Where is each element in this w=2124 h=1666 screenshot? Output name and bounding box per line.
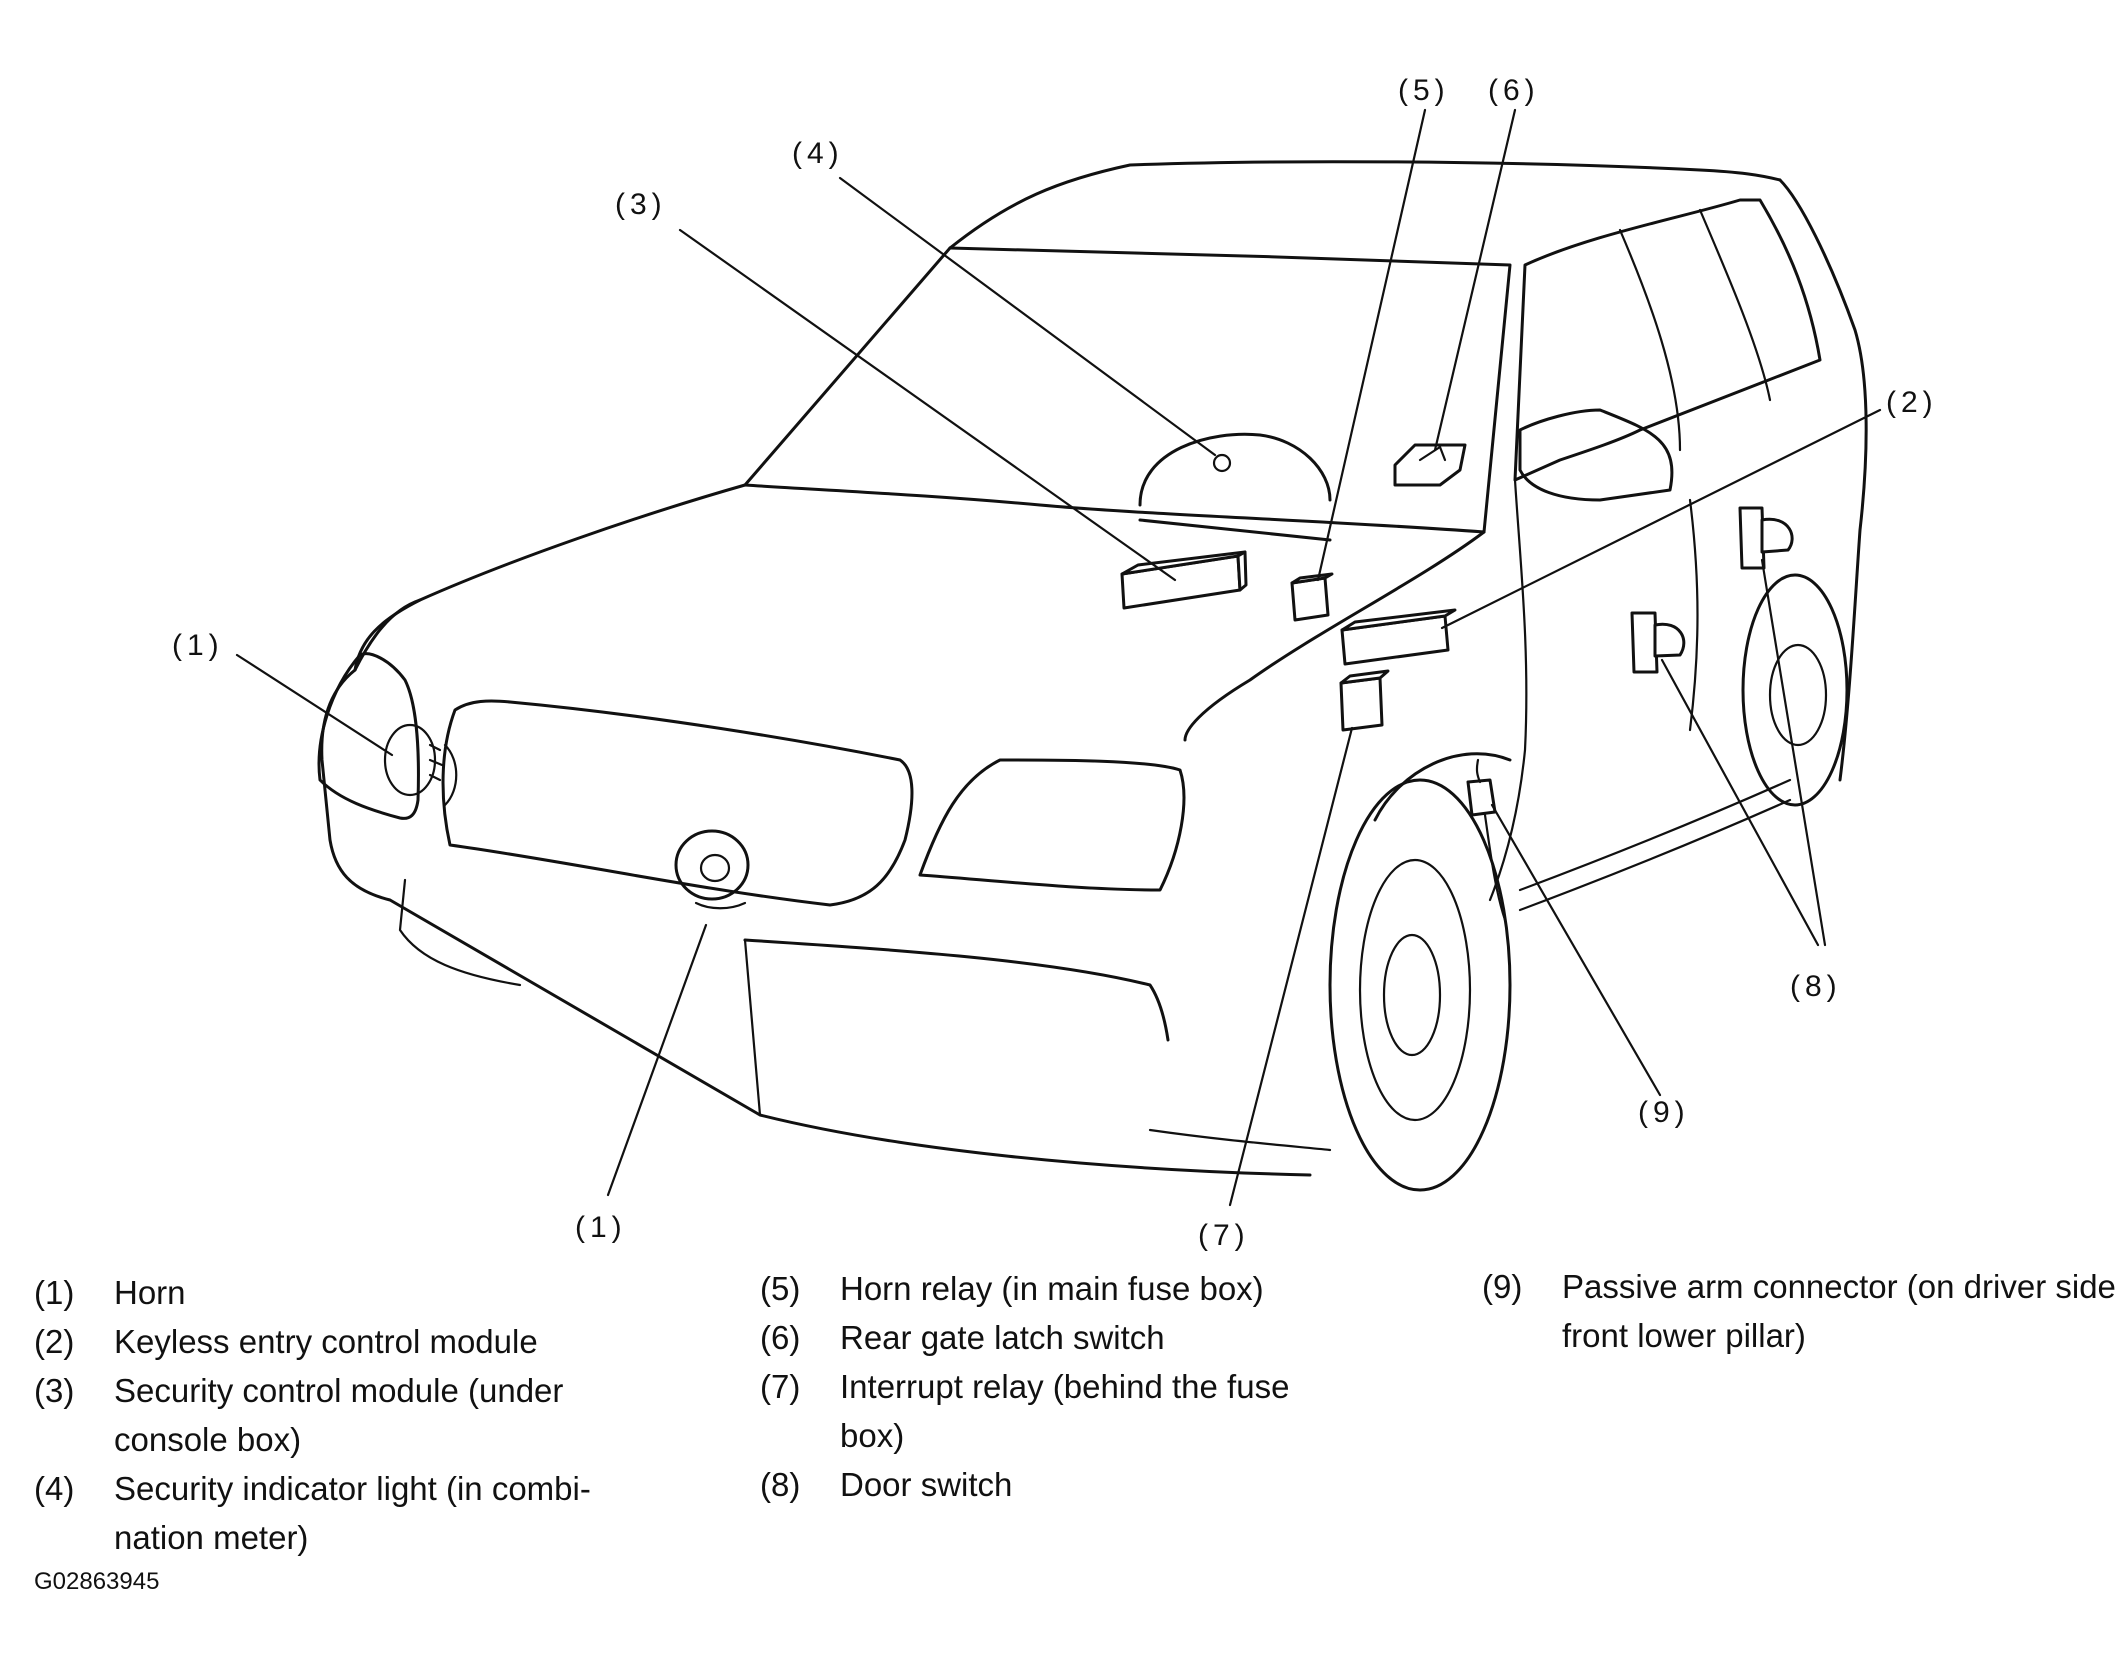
legend-item-8: (8) Door switch xyxy=(760,1460,1360,1509)
legend-text: Security indicator light (in combi-natio… xyxy=(114,1470,591,1556)
callout-9: (9) xyxy=(1638,1096,1690,1129)
legend-text: Keyless entry control module xyxy=(114,1323,538,1360)
legend-item-7: (7) Interrupt relay (behind the fuse box… xyxy=(760,1362,1360,1460)
legend-text: Door switch xyxy=(840,1466,1013,1503)
legend-number: (9) xyxy=(1482,1268,1523,1305)
legend-item-2: (2) Keyless entry control module xyxy=(34,1317,674,1366)
legend-number: (6) xyxy=(760,1319,801,1356)
horn-icon-grille xyxy=(674,829,750,910)
passive-arm-connector-icon xyxy=(1466,758,1507,922)
interrupt-relay-icon xyxy=(1339,669,1390,732)
legend-column-1: (1) Horn (2) Keyless entry control modul… xyxy=(34,1268,674,1562)
rear-gate-latch-switch-icon xyxy=(1393,443,1467,487)
callout-2: (2) xyxy=(1886,386,1938,419)
legend-item-3: (3) Security control module (under conso… xyxy=(34,1366,674,1464)
legend-item-6: (6) Rear gate latch switch xyxy=(760,1313,1360,1362)
keyless-entry-module-icon xyxy=(1340,608,1457,666)
legend-text: Security control module (under console b… xyxy=(114,1372,564,1458)
callout-1-bottom: (1) xyxy=(575,1211,627,1244)
horn-icon-left xyxy=(383,723,458,807)
callout-4: (4) xyxy=(792,137,844,170)
legend-text: Horn xyxy=(114,1274,186,1311)
legend-text: Horn relay (in main fuse box) xyxy=(840,1270,1264,1307)
legend-number: (3) xyxy=(34,1372,75,1409)
door-switch-icon-front xyxy=(1630,611,1686,674)
legend-number: (7) xyxy=(760,1368,801,1405)
legend-text: Interrupt relay (behind the fuse box) xyxy=(840,1368,1290,1454)
legend-text: Passive arm connector (on driver side fr… xyxy=(1562,1268,2116,1354)
legend-number: (8) xyxy=(760,1466,801,1503)
indicator-light-icon xyxy=(1138,432,1332,507)
callout-5: (5) xyxy=(1398,74,1450,107)
callout-6: (6) xyxy=(1488,74,1540,107)
legend-item-5: (5) Horn relay (in main fuse box) xyxy=(760,1264,1360,1313)
legend-item-9: (9) Passive arm connector (on driver sid… xyxy=(1482,1262,2122,1360)
figure-id: G02863945 xyxy=(34,1568,160,1595)
leader-lines xyxy=(235,108,1882,1207)
legend-number: (1) xyxy=(34,1274,75,1311)
door-switch-icon-rear xyxy=(1738,506,1794,570)
callout-7: (7) xyxy=(1198,1219,1250,1252)
callout-3: (3) xyxy=(615,188,667,221)
legend-item-1: (1) Horn xyxy=(34,1268,674,1317)
security-control-module-icon xyxy=(1120,550,1248,610)
car-body xyxy=(317,160,1868,1192)
legend-item-4: (4) Security indicator light (in combi-n… xyxy=(34,1464,674,1562)
legend-number: (5) xyxy=(760,1270,801,1307)
callout-8: (8) xyxy=(1790,970,1842,1003)
horn-relay-icon xyxy=(1290,572,1334,622)
legend-number: (2) xyxy=(34,1323,75,1360)
legend-column-2: (5) Horn relay (in main fuse box) (6) Re… xyxy=(760,1264,1360,1509)
legend-number: (4) xyxy=(34,1470,75,1507)
legend-text: Rear gate latch switch xyxy=(840,1319,1165,1356)
callout-1-left: (1) xyxy=(172,629,224,662)
legend-column-3: (9) Passive arm connector (on driver sid… xyxy=(1482,1262,2122,1360)
